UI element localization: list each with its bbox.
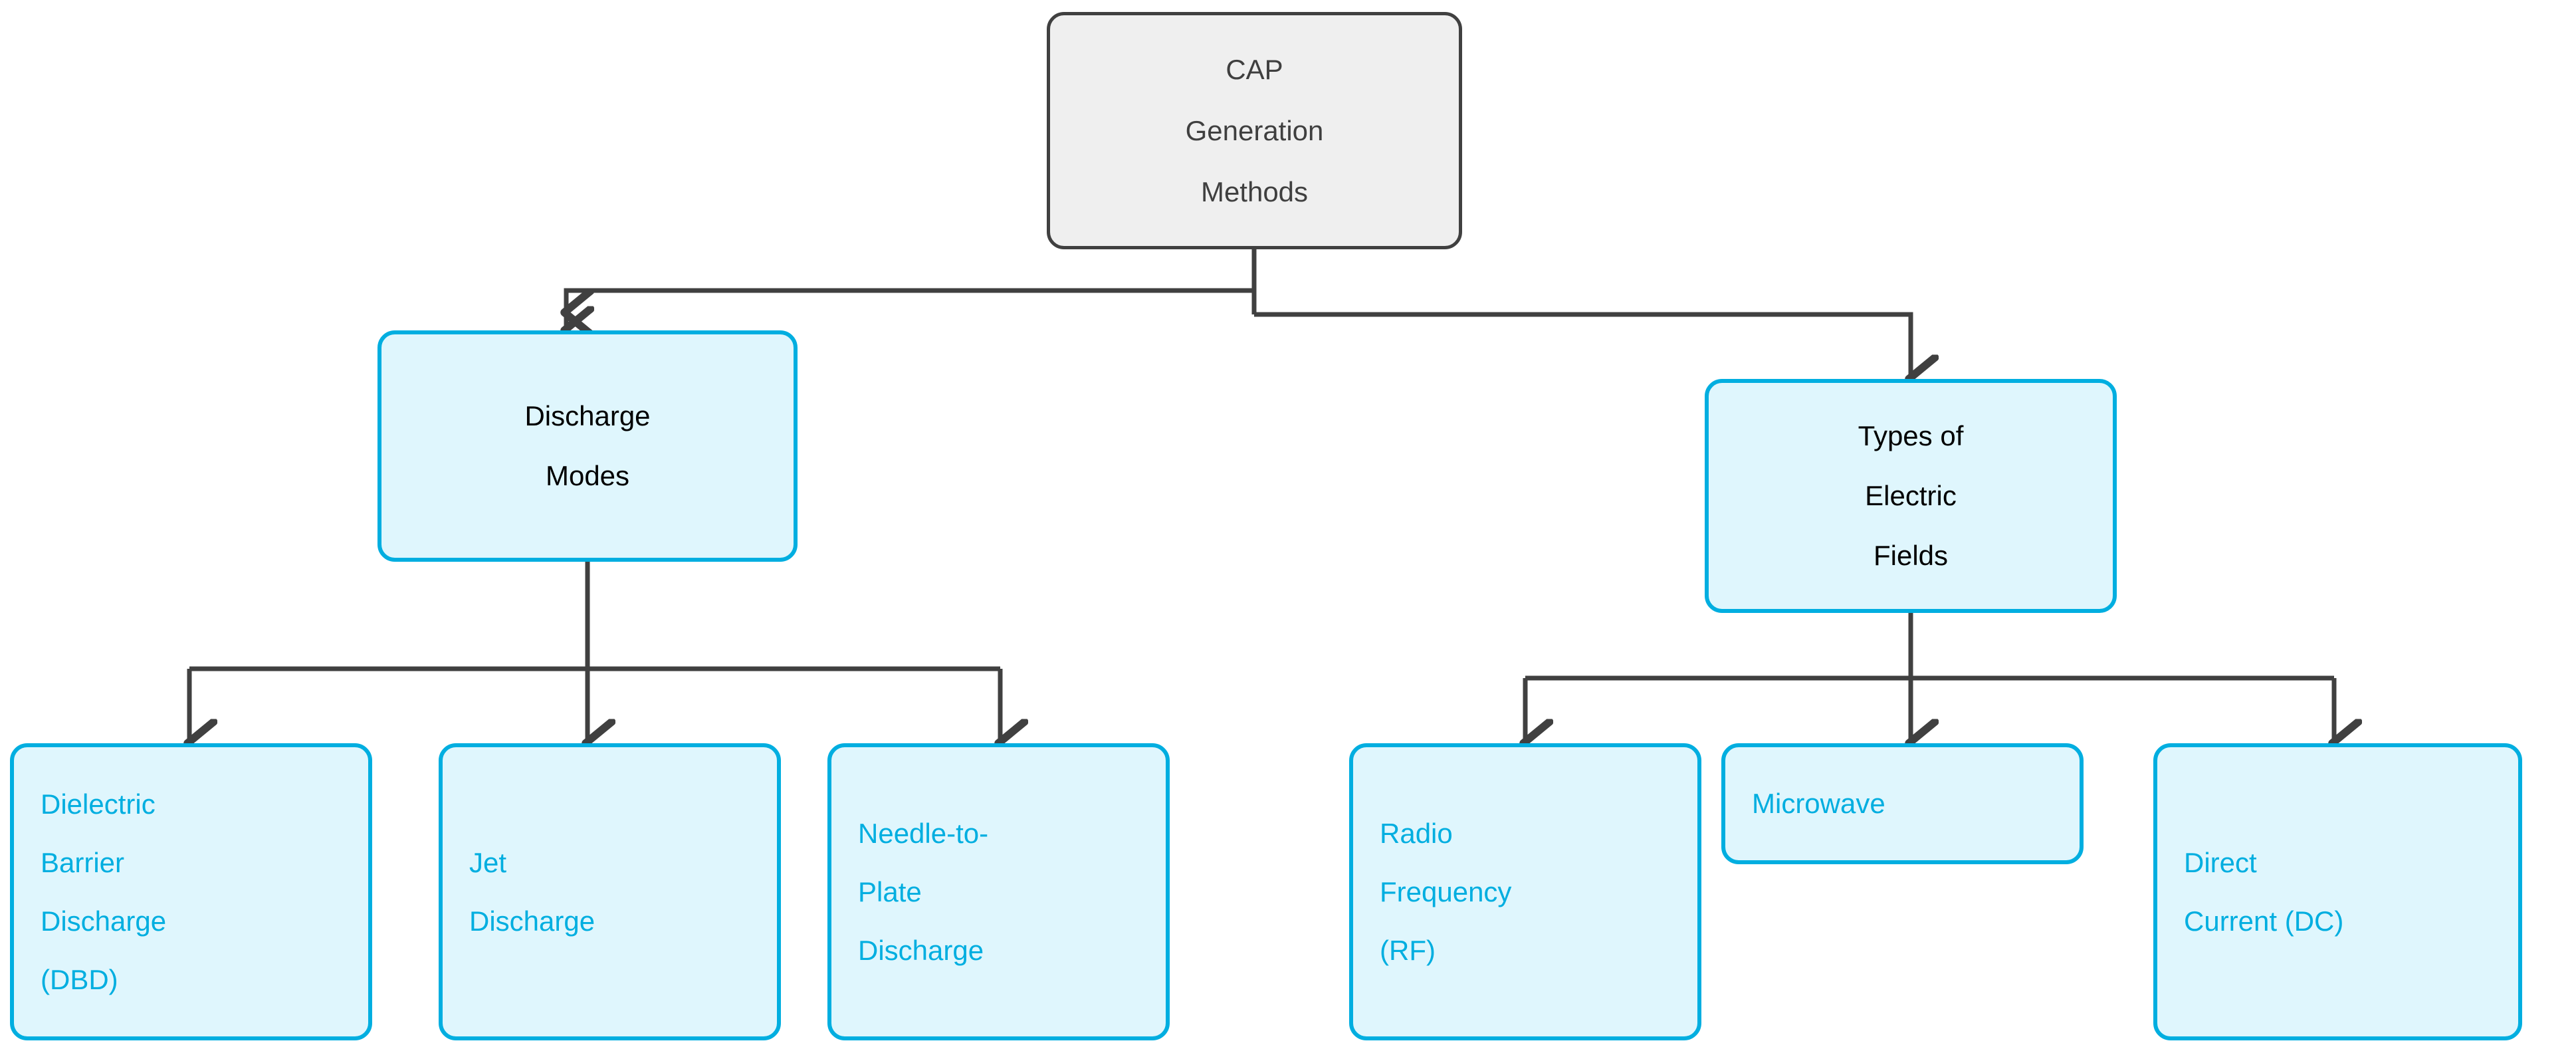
edge-root-to-discharge-modes	[566, 288, 1254, 312]
node-radio-frequency[interactable]: Radio Frequency (RF)	[1349, 743, 1701, 1040]
node-direct-current[interactable]: Direct Current (DC)	[2153, 743, 2522, 1040]
node-needle-to-plate-discharge[interactable]: Needle-to- Plate Discharge	[827, 743, 1170, 1040]
node-label: Jet Discharge	[469, 846, 595, 937]
node-dielectric-barrier-discharge[interactable]: Dielectric Barrier Discharge (DBD)	[10, 743, 372, 1040]
node-label: Types of Electric Fields	[1858, 420, 1964, 571]
node-label: Needle-to- Plate Discharge	[858, 817, 989, 966]
node-label: Dielectric Barrier Discharge (DBD)	[41, 788, 167, 995]
node-label: Microwave	[1752, 788, 1885, 819]
node-types-of-electric-fields[interactable]: Types of Electric Fields	[1705, 379, 2117, 613]
node-label: Direct Current (DC)	[2184, 846, 2344, 937]
edge-root-to-fields	[1254, 312, 1911, 379]
node-discharge-modes[interactable]: Discharge Modes	[377, 330, 798, 562]
node-cap-generation-methods[interactable]: CAP Generation Methods	[1047, 12, 1462, 249]
node-label: Radio Frequency (RF)	[1380, 817, 1512, 966]
node-jet-discharge[interactable]: Jet Discharge	[439, 743, 781, 1040]
node-label: CAP Generation Methods	[1185, 53, 1324, 207]
node-label: Discharge Modes	[524, 400, 651, 491]
node-microwave[interactable]: Microwave	[1721, 743, 2084, 864]
